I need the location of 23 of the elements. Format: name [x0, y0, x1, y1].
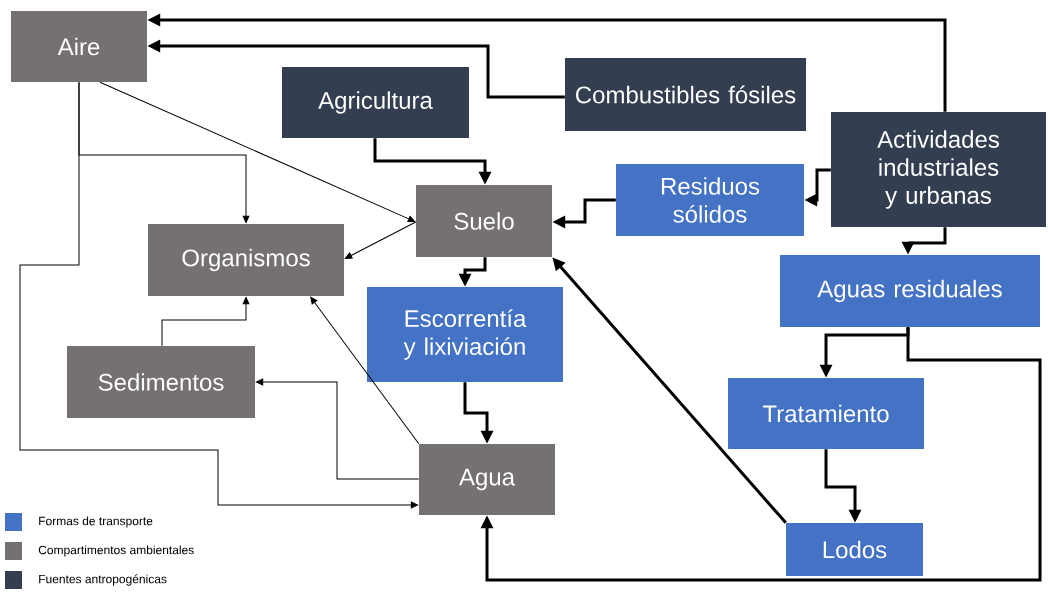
arrow: [161, 296, 250, 347]
arrow: [19, 81, 419, 509]
arrow: [310, 296, 420, 445]
arrow: [480, 327, 1042, 582]
arrow: [99, 81, 416, 223]
legend-label: Compartimentos ambientales: [38, 545, 194, 557]
transport-box: Residuos sólidos: [616, 164, 804, 236]
compartment-box: Aire: [11, 11, 147, 82]
arrow: [255, 378, 420, 480]
source-box: Combustibles fósiles: [565, 58, 806, 131]
arrow: [344, 221, 417, 259]
legend-label: Fuentes antropogénicas: [39, 574, 167, 586]
compartment-box: Agua: [419, 444, 555, 515]
compartment-box: Sedimentos: [67, 346, 255, 418]
transport-box: Aguas residuales: [780, 255, 1040, 327]
compartment-box: Organismos: [148, 224, 344, 296]
legend-label: Formas de transporte: [39, 516, 153, 528]
transport-box: Lodos: [786, 523, 923, 576]
compartment-box: Suelo: [416, 185, 552, 257]
source-box: Agricultura: [282, 67, 469, 138]
transport-box: Tratamiento: [728, 378, 924, 449]
source-box: Actividades industriales y urbanas: [831, 112, 1046, 227]
transport-box: Escorrentía y lixiviación: [367, 287, 563, 382]
